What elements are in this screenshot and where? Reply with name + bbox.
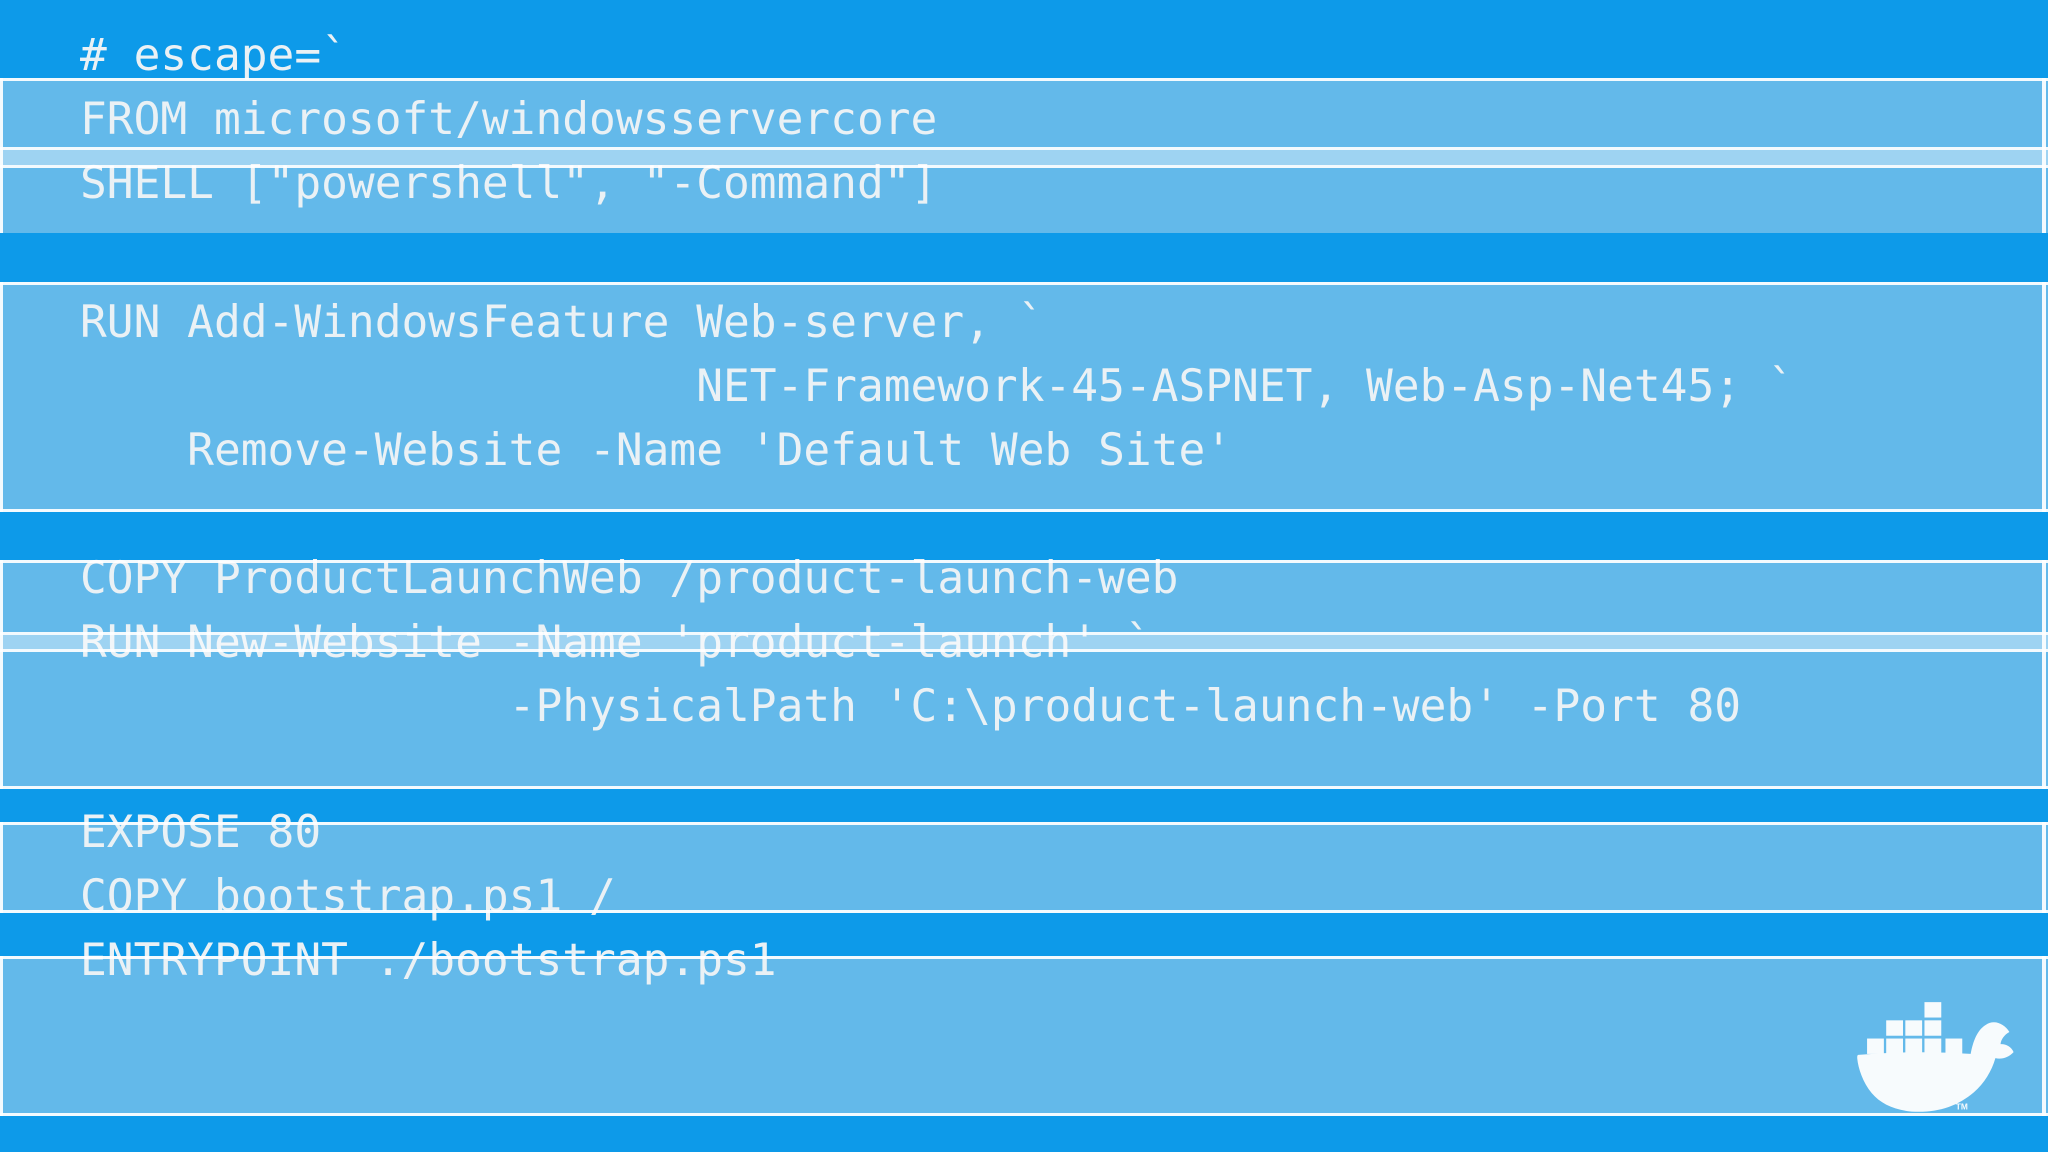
divider-line bbox=[0, 956, 2048, 959]
trademark-label: TM bbox=[1956, 1101, 1968, 1111]
stripe-left-border bbox=[0, 282, 3, 512]
container-box bbox=[1886, 1020, 1903, 1036]
container-box bbox=[1867, 1038, 1884, 1054]
stripe-left-border bbox=[0, 956, 3, 1116]
stripe-right-border bbox=[2042, 956, 2046, 1116]
container-box bbox=[1945, 1038, 1963, 1054]
container-box bbox=[1905, 1020, 1923, 1036]
dockerfile-escape-block: # escape=` FROM microsoft/windowsserverc… bbox=[80, 30, 938, 209]
stripe-right-border bbox=[2042, 282, 2046, 512]
divider-line bbox=[0, 1113, 2048, 1116]
stripe-right-border bbox=[2042, 78, 2046, 233]
divider-line bbox=[0, 147, 2048, 150]
stripe-right-border bbox=[2042, 822, 2046, 913]
container-box bbox=[1924, 1002, 1942, 1018]
divider-line bbox=[0, 910, 2048, 913]
stripe-band bbox=[0, 78, 2048, 233]
container-box bbox=[1886, 1038, 1903, 1054]
stripe-left-border bbox=[0, 78, 3, 233]
container-box bbox=[1905, 1038, 1923, 1054]
divider-line bbox=[0, 509, 2048, 512]
divider-line bbox=[0, 560, 2048, 563]
dockerfile-entrypoint-block: EXPOSE 80 COPY bootstrap.ps1 / ENTRYPOIN… bbox=[80, 807, 777, 986]
divider-line bbox=[0, 649, 2048, 652]
stripe-band bbox=[0, 956, 2048, 1116]
container-box bbox=[1924, 1020, 1942, 1036]
stripe-band bbox=[0, 282, 2048, 512]
divider-line bbox=[0, 632, 2048, 635]
stripe-left-border bbox=[0, 822, 3, 913]
docker-whale-icon: TM bbox=[1857, 1002, 2014, 1112]
pale-stripe bbox=[0, 635, 2048, 649]
dockerfile-features-block: RUN Add-WindowsFeature Web-server, ` NET… bbox=[80, 297, 1795, 476]
divider-line bbox=[0, 822, 2048, 825]
divider-line bbox=[0, 786, 2048, 789]
pale-stripe bbox=[0, 150, 2048, 165]
container-box bbox=[1924, 1038, 1942, 1054]
whale-body bbox=[1857, 1022, 2014, 1112]
stripe-band bbox=[0, 822, 2048, 913]
divider-line bbox=[0, 282, 2048, 285]
stripe-left-border bbox=[0, 560, 3, 789]
stripe-band bbox=[0, 560, 2048, 789]
divider-line bbox=[0, 165, 2048, 168]
divider-line bbox=[0, 78, 2048, 81]
stripe-right-border bbox=[2042, 560, 2046, 789]
docker-logo: TM bbox=[1849, 990, 2027, 1116]
